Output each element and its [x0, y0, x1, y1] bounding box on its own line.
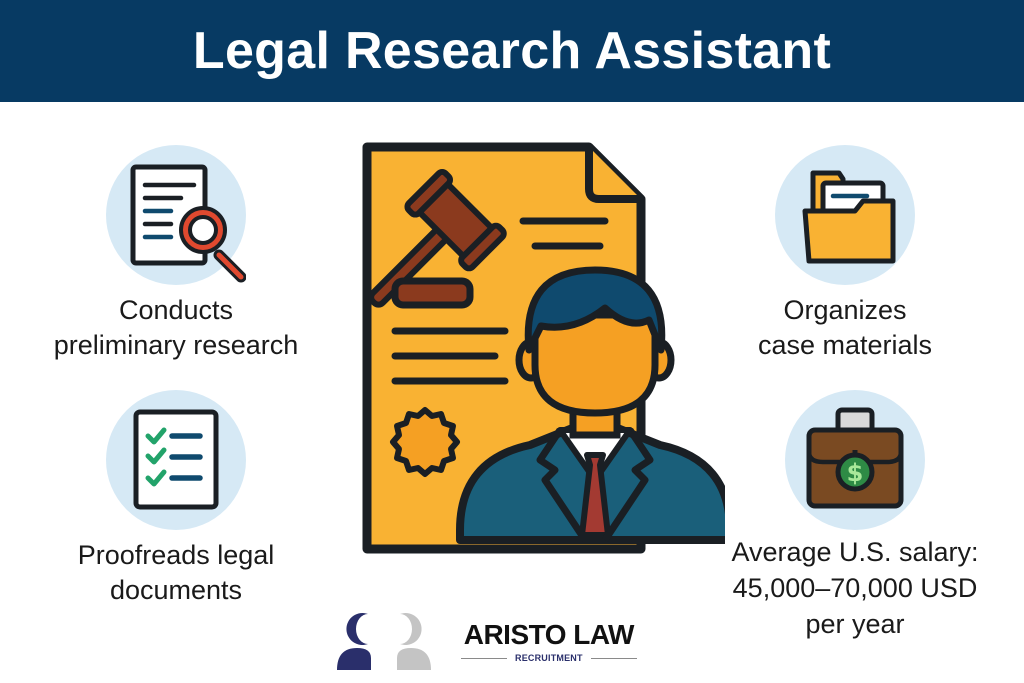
divider	[590, 657, 637, 659]
logo-name: ARISTO LAW	[463, 619, 635, 650]
feature-proofreading: Proofreads legal documents	[36, 390, 316, 608]
page-title: Legal Research Assistant	[192, 22, 832, 80]
feature-label: Organizes case materials	[757, 295, 933, 360]
document-search-icon	[106, 145, 246, 285]
aristo-law-logo: ARISTO LAW RECRUITMENT	[335, 610, 637, 672]
seal-icon	[390, 407, 460, 477]
feature-preliminary-research: Conducts preliminary research	[36, 145, 316, 363]
checklist-icon	[106, 390, 246, 530]
feature-label: Proofreads legal documents	[77, 540, 275, 605]
legal-document-with-assistant-icon	[355, 135, 734, 560]
header-banner: Legal Research Assistant	[0, 0, 1024, 102]
feature-label: Conducts preliminary research	[53, 295, 299, 360]
feature-salary: $ Average U.S. salary: 45,000–70,000 USD…	[705, 390, 1005, 642]
briefcase-dollar-icon: $	[785, 390, 925, 530]
logo-mark-icon	[335, 610, 435, 672]
logo-subtitle: RECRUITMENT	[515, 653, 583, 663]
folder-icon	[775, 145, 915, 285]
feature-organize-materials: Organizes case materials	[720, 145, 970, 363]
divider	[461, 657, 507, 659]
svg-text:$: $	[847, 459, 864, 487]
gavel-icon	[368, 169, 507, 308]
feature-label: Average U.S. salary: 45,000–70,000 USD p…	[731, 537, 979, 639]
